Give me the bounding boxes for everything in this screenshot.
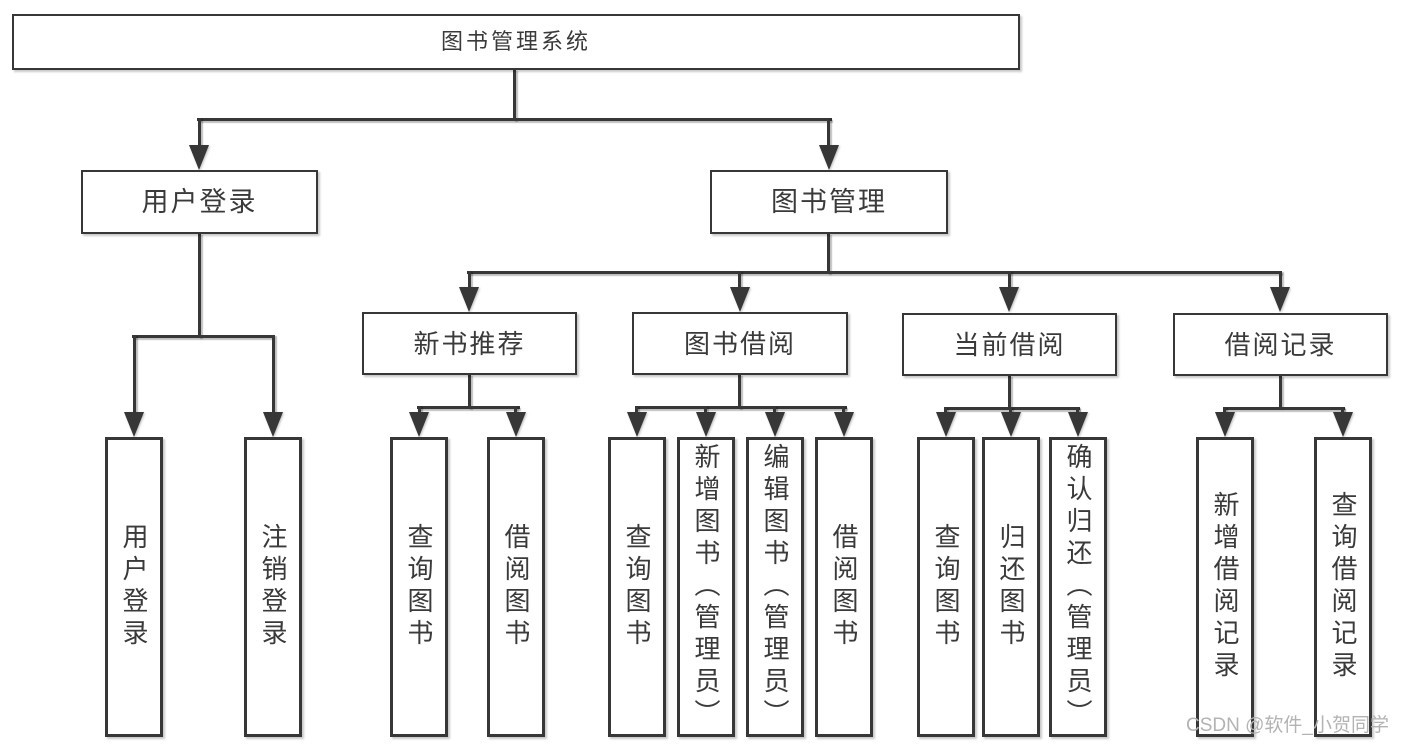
edge-record-bar <box>1223 407 1345 410</box>
arrowhead-borrow-record <box>1270 287 1290 312</box>
leaf-current-query-books-label: 查询图书 <box>931 523 961 651</box>
leaf-borrow-add-books-admin: 新增图书（管理员） <box>677 437 735 737</box>
leaf-record-add-record: 新增借阅记录 <box>1196 437 1254 737</box>
edge-rec-drop-1 <box>418 406 421 414</box>
leaf-logout: 注销登录 <box>244 437 302 737</box>
edge-current-drop-1 <box>944 407 947 414</box>
edge-record-drop-1 <box>1223 407 1226 414</box>
edge-borrow-drop-2 <box>704 406 707 414</box>
leaf-borrow-add-books-admin-label: 新增图书（管理员） <box>691 443 721 731</box>
edge-current-drop-2 <box>1009 407 1012 414</box>
node-book-borrowing: 图书借阅 <box>632 312 848 375</box>
node-user-login: 用户登录 <box>81 170 318 234</box>
edge-login-drop-1 <box>133 335 136 414</box>
leaf-record-add-record-label: 新增借阅记录 <box>1210 491 1240 683</box>
leaf-borrow-query-books: 查询图书 <box>608 437 666 737</box>
edge-mgmt-drop-borrow <box>738 271 741 289</box>
arrowhead-borrow-leaf-1 <box>627 412 647 437</box>
leaf-current-confirm-return-admin-label: 确认归还（管理员） <box>1063 443 1093 731</box>
edge-mgmt-drop-record <box>1279 271 1282 289</box>
leaf-rec-borrow-books-label: 借阅图书 <box>501 523 531 651</box>
arrowhead-rec-leaf-2 <box>506 412 526 437</box>
node-new-book-recommend-label: 新书推荐 <box>413 328 526 359</box>
node-book-borrowing-label: 图书借阅 <box>683 328 796 359</box>
leaf-current-query-books: 查询图书 <box>917 437 975 737</box>
node-root-system-label: 图书管理系统 <box>440 29 591 54</box>
arrowhead-borrow-leaf-4 <box>834 412 854 437</box>
arrowhead-borrow-leaf-2 <box>696 412 716 437</box>
leaf-current-confirm-return-admin: 确认归还（管理员） <box>1049 437 1107 737</box>
edge-login-stem <box>198 234 201 338</box>
edge-rec-stem <box>468 375 471 409</box>
edge-root-bar <box>197 118 832 121</box>
leaf-borrow-borrow-books-label: 借阅图书 <box>829 523 859 651</box>
edge-borrow-drop-3 <box>773 406 776 414</box>
edge-mgmt-drop-rec <box>468 271 471 289</box>
node-borrowing-records-label: 借阅记录 <box>1224 329 1337 360</box>
leaf-borrow-borrow-books: 借阅图书 <box>815 437 873 737</box>
node-book-management: 图书管理 <box>710 170 948 234</box>
leaf-user-login-label: 用户登录 <box>119 523 149 651</box>
edge-record-drop-2 <box>1341 407 1344 414</box>
edge-current-bar <box>944 407 1080 410</box>
leaf-rec-query-books-label: 查询图书 <box>404 523 434 651</box>
edge-record-stem <box>1279 376 1282 409</box>
arrowhead-record-leaf-1 <box>1215 412 1235 437</box>
edge-borrow-bar <box>635 406 847 409</box>
arrowhead-record-leaf-2 <box>1333 412 1353 437</box>
node-user-login-label: 用户登录 <box>141 186 258 217</box>
node-current-borrowing: 当前借阅 <box>902 313 1117 376</box>
edge-current-stem <box>1008 376 1011 409</box>
node-book-management-label: 图书管理 <box>771 186 887 217</box>
arrowhead-login-leaf-1 <box>124 412 144 437</box>
node-current-borrowing-label: 当前借阅 <box>953 329 1066 360</box>
leaf-record-query-record-label: 查询借阅记录 <box>1328 491 1358 683</box>
edge-rec-bar <box>417 406 520 409</box>
arrowhead-new-book-rec <box>459 287 479 312</box>
edge-mgmt-bar <box>467 271 1282 274</box>
edge-login-drop-2 <box>272 335 275 414</box>
edge-root-stem <box>513 70 516 121</box>
arrowhead-current-leaf-3 <box>1068 412 1088 437</box>
edge-borrow-stem <box>738 375 741 409</box>
leaf-current-return-books-label: 归还图书 <box>996 523 1026 651</box>
arrowhead-book-mgmt <box>819 145 839 170</box>
edge-mgmt-stem <box>827 234 830 274</box>
csdn-watermark: CSDN @软件_小贺同学 <box>1186 715 1389 736</box>
leaf-rec-query-books: 查询图书 <box>390 437 448 737</box>
leaf-borrow-edit-books-admin: 编辑图书（管理员） <box>746 437 804 737</box>
arrowhead-current-leaf-1 <box>936 412 956 437</box>
leaf-current-return-books: 归还图书 <box>982 437 1040 737</box>
arrowhead-current-borrow <box>999 287 1019 312</box>
leaf-record-query-record: 查询借阅记录 <box>1314 437 1372 737</box>
edge-current-drop-3 <box>1076 407 1079 414</box>
arrowhead-borrow-leaf-3 <box>765 412 785 437</box>
arrowhead-rec-leaf-1 <box>409 412 429 437</box>
edge-mgmt-drop-current <box>1008 271 1011 289</box>
edge-root-drop-book-mgmt <box>827 118 830 149</box>
edge-rec-drop-2 <box>514 406 517 414</box>
arrowhead-login-leaf-2 <box>263 412 283 437</box>
arrowhead-book-borrow <box>730 287 750 312</box>
node-root-system: 图书管理系统 <box>12 14 1020 70</box>
edge-borrow-drop-4 <box>842 406 845 414</box>
leaf-user-login: 用户登录 <box>105 437 163 737</box>
edge-borrow-drop-1 <box>635 406 638 414</box>
node-borrowing-records: 借阅记录 <box>1173 313 1388 376</box>
edge-root-drop-user-login <box>198 118 201 149</box>
arrowhead-current-leaf-2 <box>1001 412 1021 437</box>
edge-login-bar <box>132 335 274 338</box>
arrowhead-user-login <box>189 145 209 170</box>
leaf-borrow-query-books-label: 查询图书 <box>622 523 652 651</box>
leaf-logout-label: 注销登录 <box>258 523 288 651</box>
leaf-borrow-edit-books-admin-label: 编辑图书（管理员） <box>760 443 790 731</box>
leaf-rec-borrow-books: 借阅图书 <box>487 437 545 737</box>
node-new-book-recommend: 新书推荐 <box>362 312 577 375</box>
